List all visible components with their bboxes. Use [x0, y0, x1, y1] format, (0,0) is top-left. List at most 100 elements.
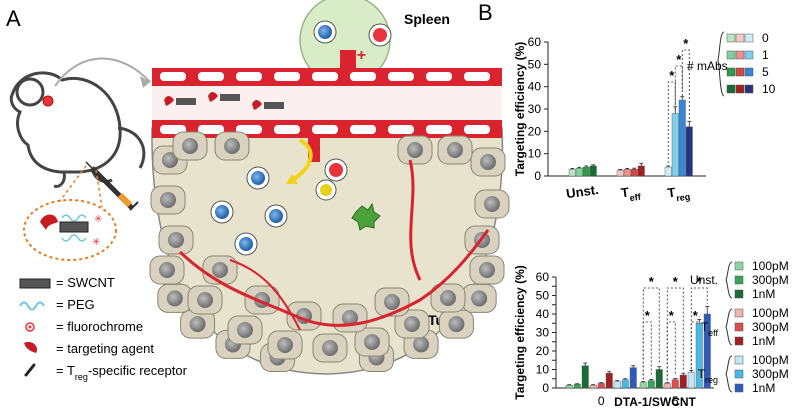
legend-swatch: [726, 50, 736, 60]
yellow-arrow: [290, 138, 313, 182]
tumor-cell-nucleus: [160, 192, 176, 208]
legend-brace: [725, 308, 733, 346]
tumor-cell-nucleus: [413, 336, 430, 353]
legend-swatch: [734, 261, 744, 271]
vessel-endothelium: [160, 72, 490, 134]
bar: [647, 380, 655, 389]
endothelial-cell: [350, 72, 376, 81]
endothelial-cell: [426, 125, 452, 134]
tumor-cell-nucleus: [197, 292, 213, 308]
tumor-cell-nucleus: [168, 232, 184, 248]
significance-bracket: [690, 316, 700, 370]
bar: [671, 379, 679, 389]
legend-a-text: = fluorochrome: [56, 319, 143, 334]
significance-bracket: [642, 321, 652, 380]
y-tick-label: 20: [528, 124, 542, 138]
legend-brace: [725, 261, 733, 299]
legend-a-text: = Treg-specific receptor: [56, 363, 188, 382]
endothelial-cell: [426, 72, 452, 81]
tumor-cell-nucleus: [189, 316, 206, 333]
fluorochrome-icon: [25, 322, 35, 332]
bar: [575, 167, 583, 177]
endothelial-cell: [312, 72, 338, 81]
mouse-icon: [9, 71, 146, 188]
significance-bracket: [667, 81, 676, 164]
capillaries: [178, 159, 490, 331]
legend-label: 10: [762, 82, 776, 96]
legend-swatch: [734, 336, 744, 346]
bar: [637, 165, 645, 177]
legend-swatch: [734, 289, 744, 299]
spleen-label: Spleen: [404, 11, 450, 27]
y-axis-label: Targeting efficiency (%): [513, 265, 527, 399]
legend-swatch: [744, 33, 754, 43]
tumor-cell-nucleus: [224, 138, 240, 154]
bar: [630, 169, 638, 177]
x-tick-label: 0: [598, 394, 605, 408]
y-tick-label: 10: [528, 147, 542, 161]
tumor-cell-nucleus: [322, 340, 338, 356]
bar: [621, 379, 629, 389]
bar: [623, 169, 631, 177]
legend-label: 1nM: [752, 287, 775, 301]
swcnt-icon: [19, 278, 51, 289]
tumor-cell-nucleus: [407, 142, 423, 158]
targeting-agent-icon: [24, 341, 38, 353]
tumor-cell-nucleus: [448, 316, 465, 333]
bar: [589, 385, 597, 389]
y-tick-label: 40: [536, 307, 550, 321]
legend-swatch: [726, 84, 736, 94]
legend-label: 100pM: [752, 259, 789, 273]
tumor-cell-nucleus: [277, 337, 293, 353]
legend-label: 100pM: [752, 306, 789, 320]
capillary: [408, 159, 422, 281]
y-tick-label: 20: [536, 344, 550, 358]
y-tick-label: 0: [534, 169, 541, 183]
tumor-cell-nucleus: [480, 154, 496, 170]
y-tick-label: 40: [528, 80, 542, 94]
legend-brace: [725, 355, 733, 393]
bar: [678, 99, 686, 177]
bar: [663, 383, 671, 389]
significance-bracket: [681, 49, 690, 119]
legend-swatch: [744, 67, 754, 77]
significance-bracket: [666, 321, 676, 381]
y-tick-label: 30: [536, 326, 550, 340]
panel-label-a: A: [6, 6, 21, 31]
legend-label: 300pM: [752, 367, 789, 381]
y-tick-label: 0: [542, 381, 549, 395]
nanoparticle-zoom: ✳ ✳: [23, 165, 117, 261]
bar: [582, 166, 590, 177]
tumor-cell-nucleus: [364, 334, 380, 350]
bar: [597, 383, 605, 389]
legend-swatch: [744, 50, 754, 60]
bar: [664, 166, 672, 177]
capillary: [178, 229, 490, 327]
tumor-cell-nucleus: [212, 262, 228, 278]
tumor-cell-nucleus: [440, 290, 456, 306]
legend-label: 1nM: [752, 381, 775, 395]
x-tick-label: 5: [672, 394, 679, 408]
significance-star: *: [669, 308, 675, 323]
tumor-cell-nucleus: [237, 322, 253, 338]
bar: [639, 382, 647, 389]
endothelial-cell: [464, 125, 490, 134]
spleen: Spleen + +: [299, 0, 450, 86]
endothelial-cell: [198, 72, 224, 81]
bar: [581, 365, 589, 389]
significance-star: *: [645, 308, 651, 323]
legend-label: 300pM: [752, 273, 789, 287]
legend-label: 300pM: [752, 320, 789, 334]
legend-swatch: [726, 67, 736, 77]
chart-c-legend: 100pM300pM1nMUnst.100pM300pM1nMTeff100pM…: [690, 259, 789, 395]
legend-swatch: [734, 355, 744, 365]
significance-bracket: [674, 65, 683, 110]
x-tick-label: Unst.: [565, 182, 599, 201]
endothelial-cell: [388, 72, 414, 81]
significance-star: *: [676, 52, 682, 67]
bar: [589, 165, 597, 177]
bar: [679, 374, 687, 389]
endothelial-cell: [388, 125, 414, 134]
